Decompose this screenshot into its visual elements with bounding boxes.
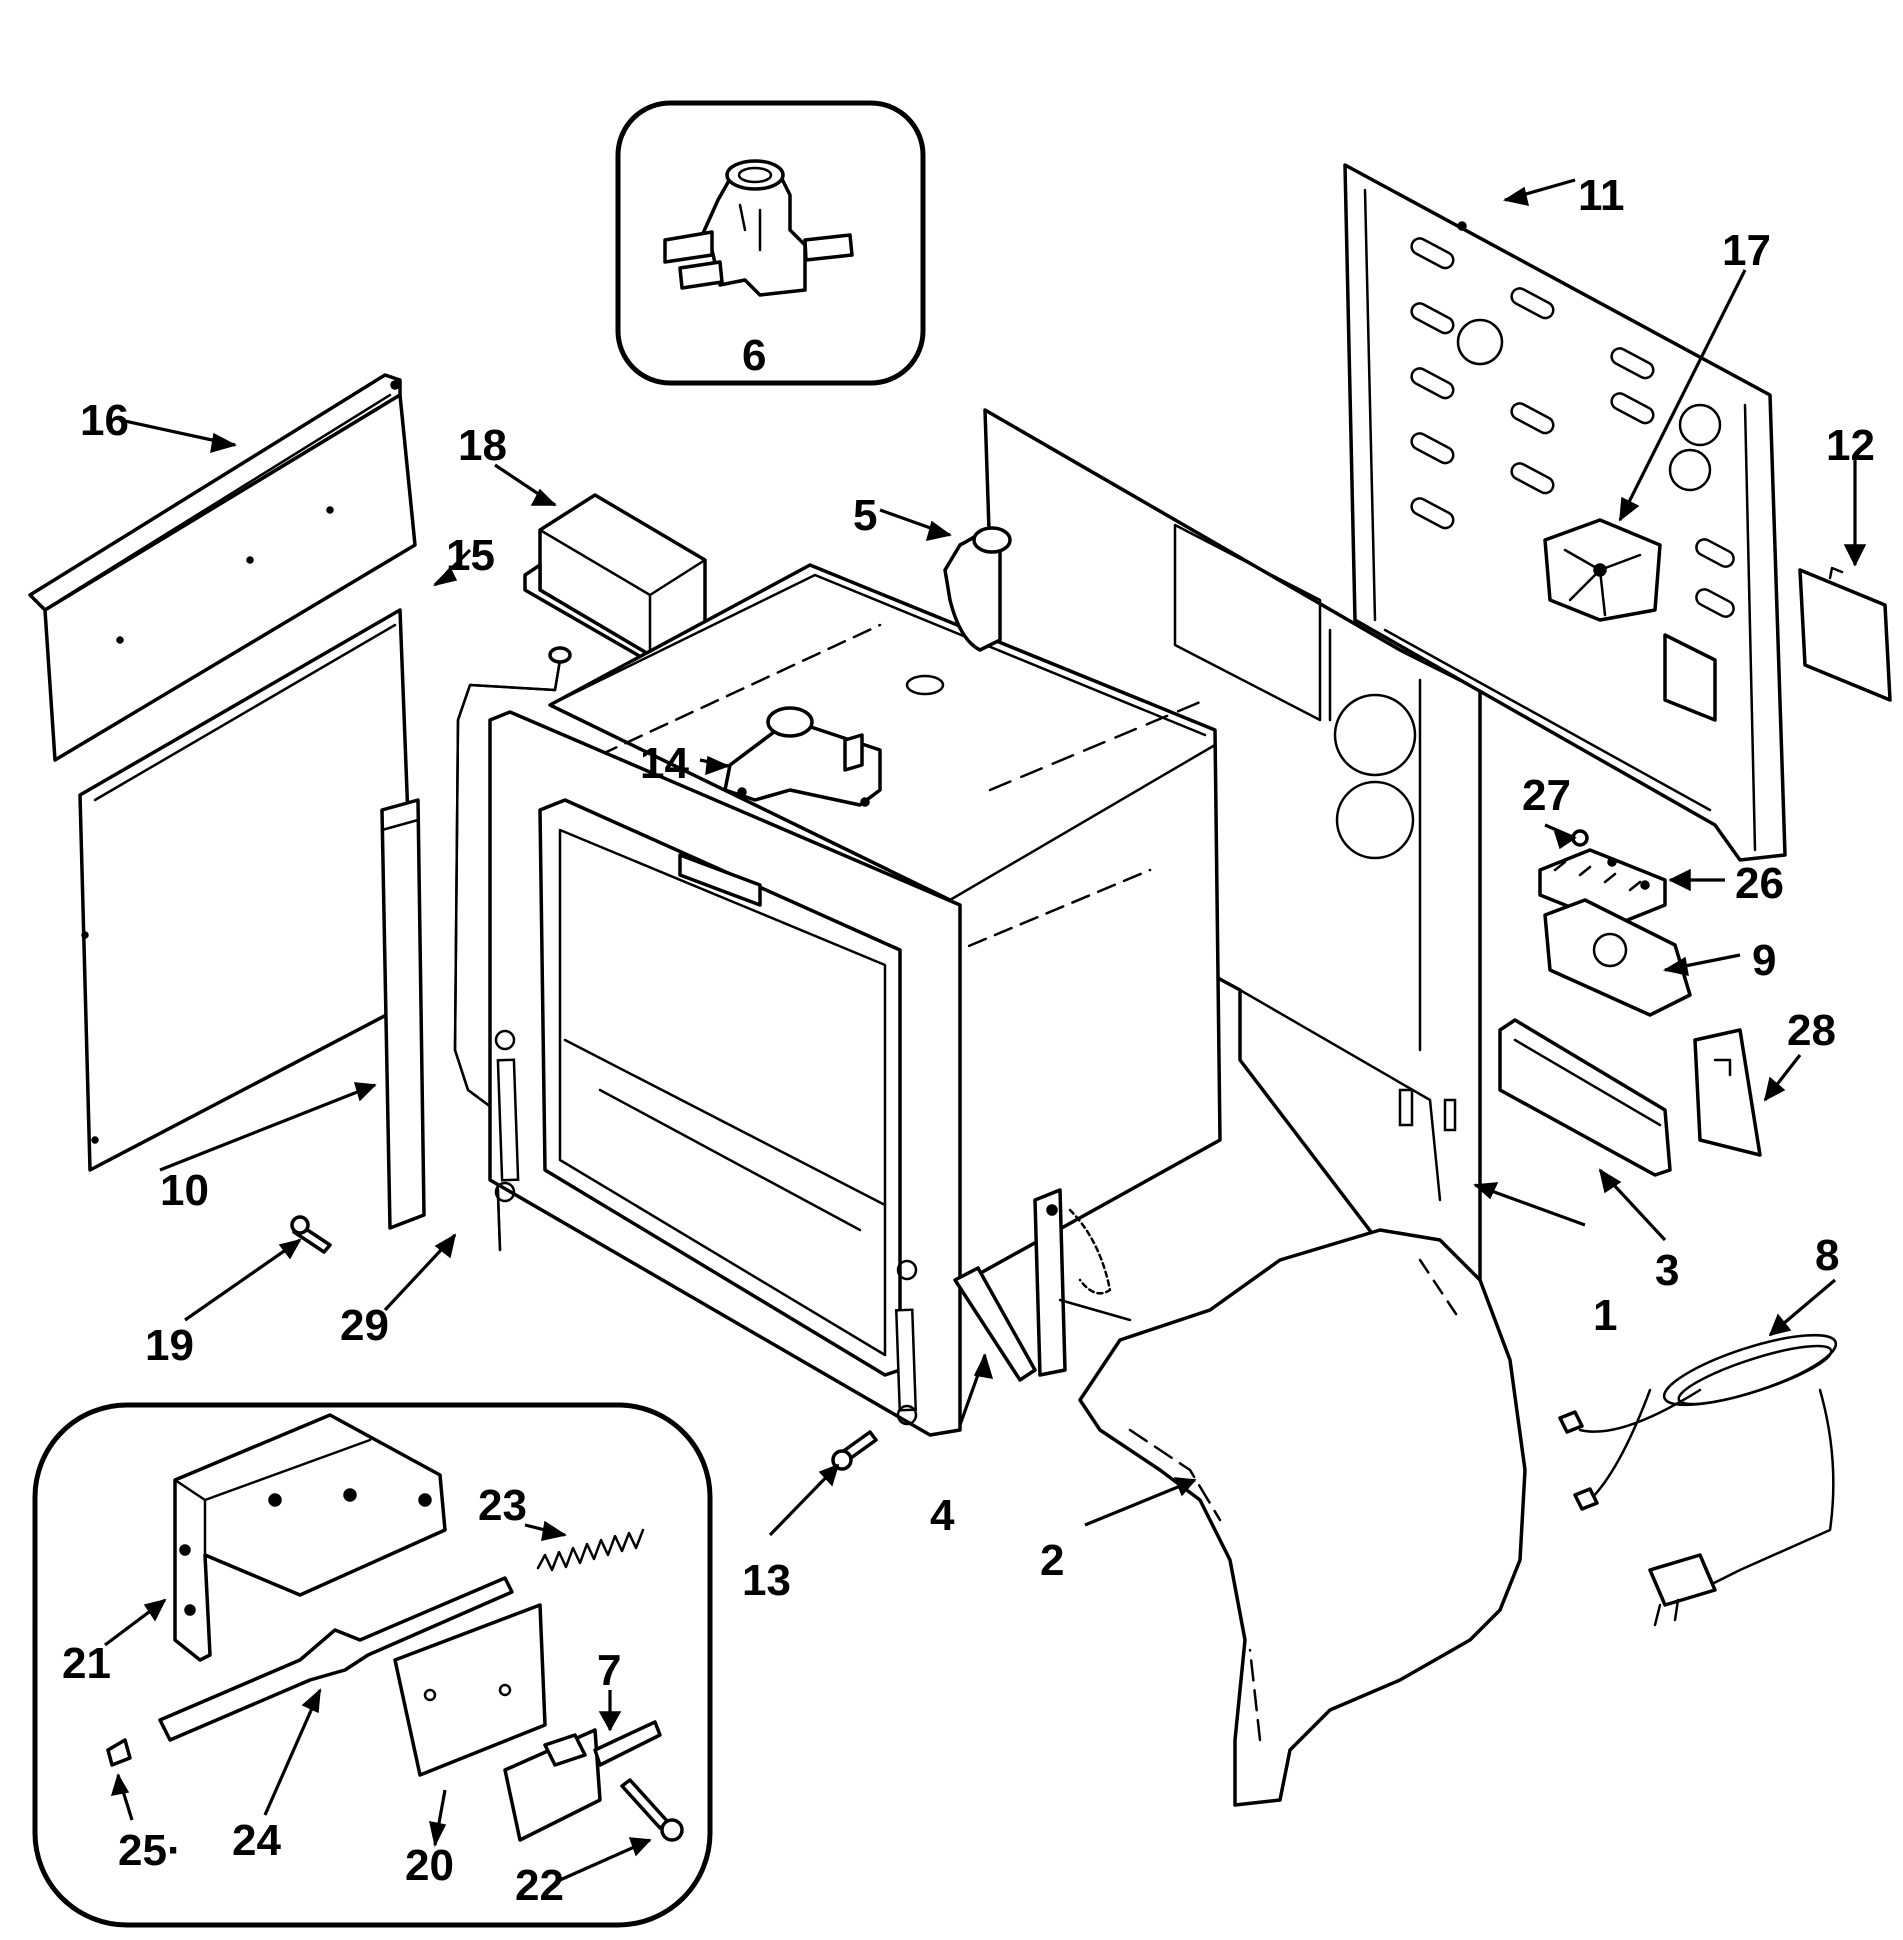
part-4-door-hinge [953, 1188, 1132, 1382]
callout-23: 23 [478, 1481, 527, 1530]
inset-part-6 [615, 100, 926, 386]
callout-13: 13 [742, 1556, 791, 1605]
callout-2: 2 [1040, 1536, 1064, 1585]
callout-3: 3 [1655, 1246, 1679, 1295]
part-2-insulation [1078, 1228, 1527, 1807]
callout-22: 22 [515, 1861, 564, 1910]
part-5-vent-pipe [943, 526, 1012, 652]
part-3-rail [1498, 1018, 1672, 1177]
callout-19: 19 [145, 1321, 194, 1370]
callout-10: 10 [160, 1166, 209, 1215]
callout-labels: 1 2 3 4 5 6 7 8 9 10 11 12 13 14 15 16 1… [62, 171, 1875, 1910]
callout-12: 12 [1826, 421, 1875, 470]
part-13-screw [831, 1430, 878, 1471]
part-8-power-cord [1558, 1333, 1838, 1627]
arrowheads [110, 186, 1867, 1857]
part-11-rear-panel [1343, 163, 1787, 862]
callout-5: 5 [853, 491, 877, 540]
part-9-bracket [1543, 898, 1692, 1017]
callout-17: 17 [1722, 226, 1771, 275]
callout-9: 9 [1752, 936, 1776, 985]
callout-1: 1 [1593, 1291, 1617, 1340]
part-10-trim-strip [380, 798, 426, 1230]
part-14-thermostat [723, 706, 882, 807]
callout-21: 21 [62, 1639, 111, 1688]
callout-14: 14 [640, 739, 689, 788]
callout-29: 29 [340, 1301, 389, 1350]
part-12-cover-plate [1798, 566, 1892, 702]
callout-6: 6 [742, 331, 766, 380]
callout-20: 20 [405, 1841, 454, 1890]
callout-16: 16 [80, 396, 129, 445]
callout-26: 26 [1735, 859, 1784, 908]
part-17-fan [1543, 518, 1662, 622]
inset-door-switch [32, 1402, 713, 1928]
part-16-top-panel [28, 373, 417, 762]
callout-28: 28 [1787, 1006, 1836, 1055]
callout-7: 7 [597, 1646, 621, 1695]
callout-25: 25· [118, 1826, 182, 1875]
part-19-screw [290, 1215, 332, 1254]
callout-27: 27 [1522, 771, 1571, 820]
callout-15: 15 [446, 531, 495, 580]
oven-front-frame [488, 710, 962, 1437]
rear-panel-vent-slots [1410, 237, 1735, 618]
callout-24: 24 [232, 1816, 281, 1865]
callout-4: 4 [930, 1491, 955, 1540]
callout-18: 18 [458, 421, 507, 470]
part-28-shield [1693, 1028, 1762, 1157]
callout-8: 8 [1815, 1231, 1839, 1280]
callout-11: 11 [1578, 171, 1625, 220]
